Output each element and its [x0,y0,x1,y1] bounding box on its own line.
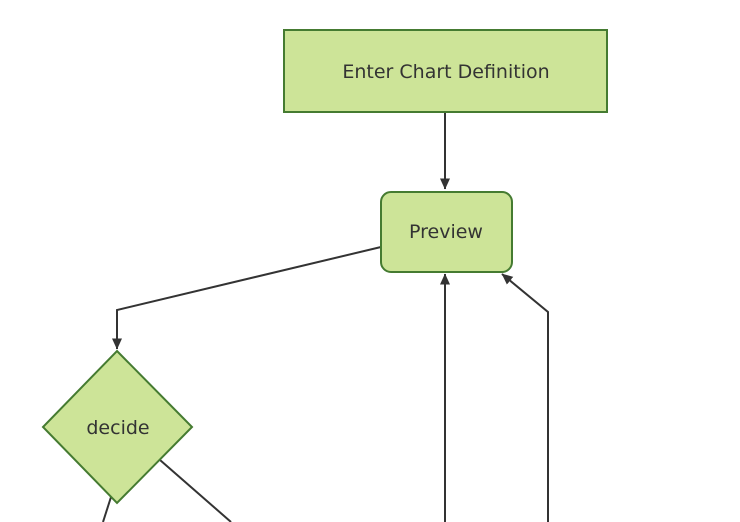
edge-preview-to-decide [112,246,382,350]
edge-bottom-right-to-preview [501,273,549,522]
node-label-enter-chart-definition: Enter Chart Definition [342,61,549,83]
node-preview [380,191,513,273]
edge-decide-exit-bottom-right [159,459,232,522]
node-label-preview: Preview [409,221,483,243]
node-label-decide: decide [86,417,149,439]
edges-layer [102,112,549,522]
node-enter-chart-definition [283,29,608,113]
node-decide [41,349,194,505]
edge-decide-exit-bottom-left [102,496,112,522]
